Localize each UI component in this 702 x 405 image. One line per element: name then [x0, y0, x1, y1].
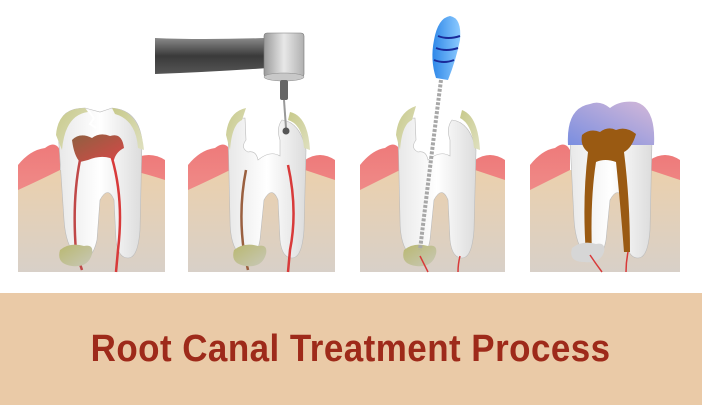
root-canal-illustration: [18, 16, 680, 273]
stage-2-drilling: [155, 32, 335, 273]
page-title: Root Canal Treatment Process: [91, 327, 611, 370]
stage-1-infected-tooth: [18, 107, 165, 273]
dental-drill-icon: [155, 32, 305, 135]
endodontic-file-icon: [418, 16, 461, 251]
stage-4-filled-crowned: [530, 101, 680, 273]
stage-3-cleaning: [360, 16, 505, 273]
title-banner: Root Canal Treatment Process: [0, 293, 702, 405]
